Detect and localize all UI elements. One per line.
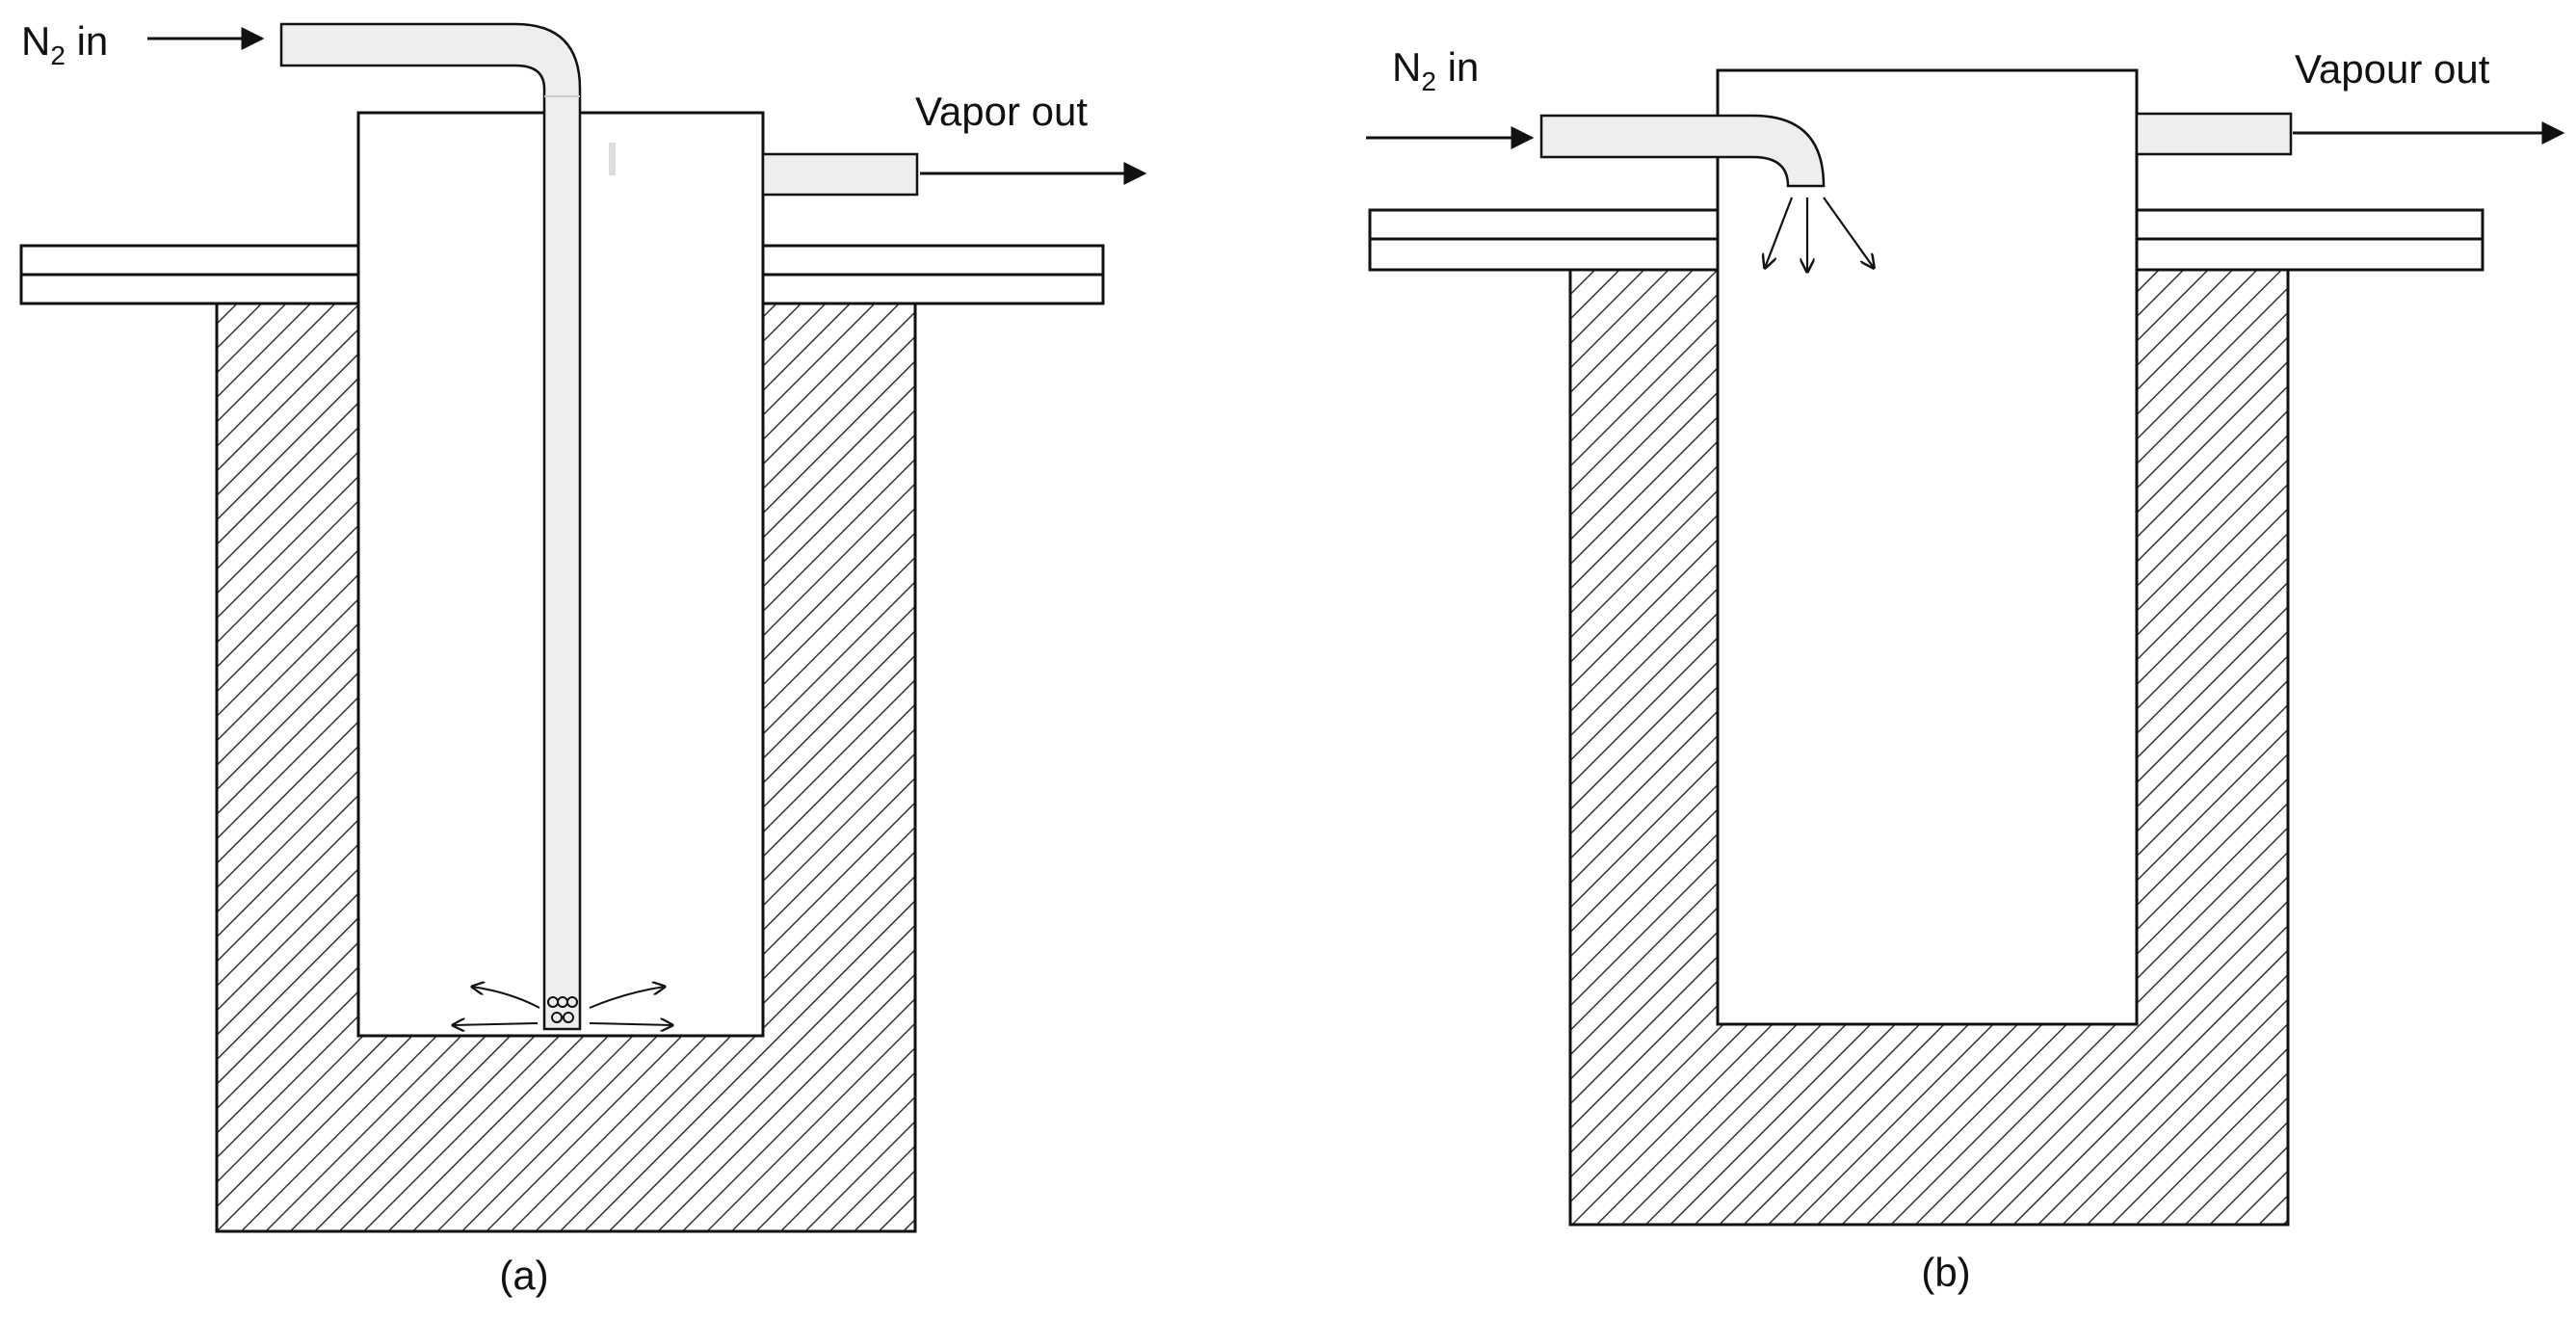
panel-a: N2 in Vapor out (a) [19, 18, 1147, 1298]
inlet-label-a: N2 in [21, 18, 108, 70]
gas-dispersion-arrows-b [1765, 197, 1874, 272]
inlet-label-b: N2 in [1392, 44, 1479, 96]
panel-b: N2 in Vapour out (b) [1366, 44, 2565, 1295]
inlet-dip-tube-a [279, 22, 582, 1031]
outlet-pipe-b [2135, 112, 2293, 156]
outlet-label-a: Vapor out [915, 89, 1088, 134]
bubbler-holes-a [547, 996, 578, 1023]
outlet-pipe-a [761, 152, 919, 197]
vessel-b [1716, 68, 2139, 1026]
outlet-label-b: Vapour out [2295, 46, 2490, 92]
inlet-tube-b [1539, 114, 1826, 188]
gas-dispersion-arrows-a [453, 987, 672, 1025]
caption-b: (b) [1921, 1250, 1970, 1295]
caption-a: (a) [499, 1253, 548, 1298]
